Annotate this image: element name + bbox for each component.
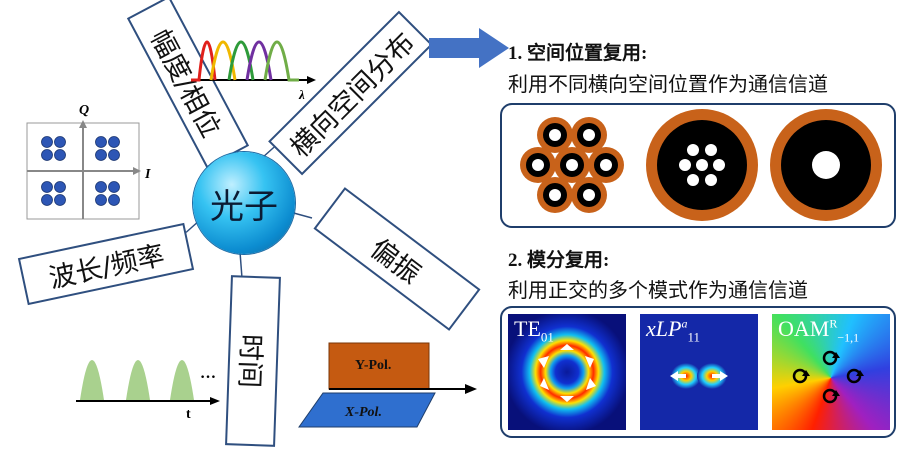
oam-mode-image: OAMR−1,1 [772,314,890,430]
multicore-fiber [646,109,758,221]
lp11-sup: a [681,316,688,331]
x-pol-label: X-Pol. [344,405,382,420]
lp11-lobes [670,363,728,389]
constellation-diagram: Q I [26,103,151,220]
section2-title: 2. 模分复用: [508,250,610,271]
oam-vortices [792,350,864,404]
te01-label: TE01 [514,316,554,345]
seven-fiber-bundle [520,117,624,213]
section1-title: 1. 空间位置复用: [508,43,648,64]
te01-mode-image: TE01 [508,314,626,430]
section2-subtitle: 利用正交的多个模式作为通信信道 [508,278,808,302]
photon-center: 光子 [193,152,295,254]
oam-main: OAM [778,316,830,341]
pulse-axis-label: t [186,407,191,420]
lp11-mode-image: xLPa11 [640,314,758,430]
spectrum-diagram: λ [191,40,316,102]
y-pol-label: Y-Pol. [355,358,391,373]
fiber-cross-sections [520,109,882,221]
photon-label: 光子 [210,186,278,227]
q-axis-label: Q [79,103,89,118]
lp11-main: xLP [646,316,682,341]
i-axis-label: I [144,167,151,182]
section1-subtitle: 利用不同横向空间位置作为通信信道 [508,72,828,96]
oam-label: OAMR−1,1 [778,316,859,345]
te01-main: TE [514,316,541,341]
section-arrow [429,28,509,68]
oam-sub: −1,1 [837,330,860,345]
oam-sup: R [829,316,838,331]
pulse-train-diagram: … t [76,360,220,420]
time-label: 时间 [233,333,267,389]
spectrum-axis-label: λ [298,87,305,102]
polarization-planes: Y-Pol. X-Pol. [298,342,477,428]
pulse-ellipsis: … [200,365,216,382]
lp11-sub: 11 [687,329,700,345]
time-card: 时间 [225,275,281,447]
te01-sub: 01 [540,329,554,345]
lp11-label: xLPa11 [646,316,700,345]
te01-field-arrows [538,344,596,402]
single-core-fiber [770,109,882,221]
